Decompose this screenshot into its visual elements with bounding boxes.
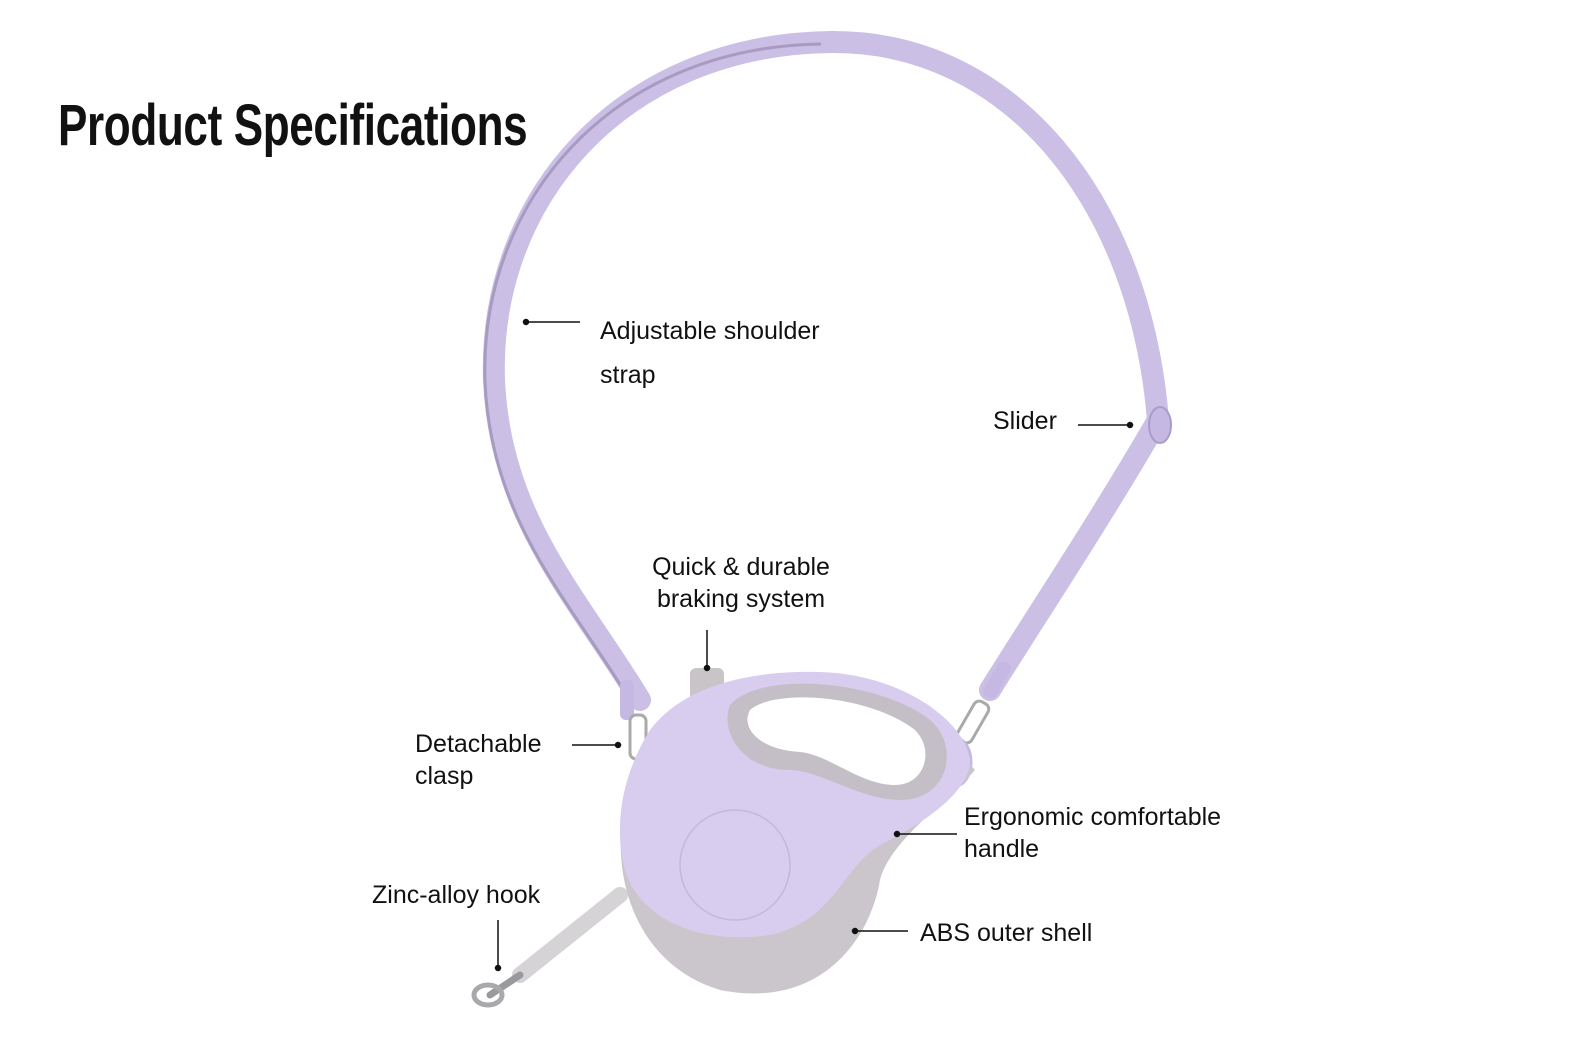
label-line: handle	[964, 835, 1040, 863]
label-line: Zinc-alloy hook	[372, 881, 541, 909]
label-shoulder-strap: Adjustable shoulder strap	[600, 309, 820, 397]
center-disc	[679, 809, 791, 921]
leader-lines	[494, 318, 1134, 972]
label-line: ABS outer shell	[920, 919, 1093, 947]
label-braking-system: Quick & durable braking system	[640, 551, 842, 615]
label-line: clasp	[415, 762, 474, 790]
leash-tape	[512, 887, 628, 983]
label-line: Detachable	[415, 730, 542, 758]
slider-buckle	[1148, 406, 1172, 444]
label-line: Quick & durable	[652, 553, 830, 581]
label-zinc-hook: Zinc-alloy hook	[372, 879, 540, 911]
label-line: strap	[600, 361, 656, 389]
label-line: braking system	[656, 585, 826, 613]
shoulder-strap	[482, 30, 1170, 711]
zinc-hook	[471, 971, 524, 1008]
label-abs-shell: ABS outer shell	[920, 917, 1092, 949]
page-title: Product Specifications	[58, 93, 528, 158]
label-slider: Slider	[993, 405, 1057, 437]
label-detachable-clasp: Detachable clasp	[415, 728, 541, 792]
label-line: Slider	[993, 407, 1057, 435]
label-ergonomic-handle: Ergonomic comfortable handle	[964, 801, 1221, 865]
label-line: Adjustable shoulder	[600, 317, 820, 345]
label-line: Ergonomic comfortable	[964, 803, 1222, 831]
